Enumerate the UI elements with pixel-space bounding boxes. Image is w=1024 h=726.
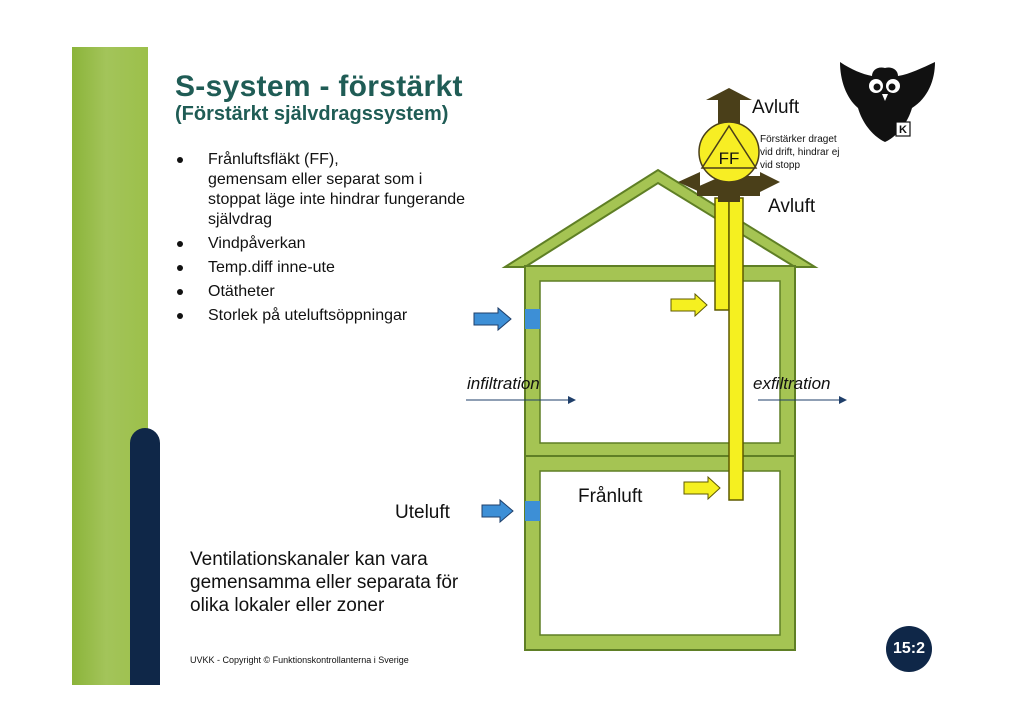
logo-letter: K xyxy=(899,124,907,136)
fan-note: Förstärker draget vid drift, hindrar ej … xyxy=(760,134,839,171)
bullet-text: Frånluftsfläkt (FF), xyxy=(208,151,339,168)
bullet-text: Storlek på uteluftsöppningar xyxy=(208,307,408,324)
ventilation-note: Ventilationskanaler kan vara gemensamma … xyxy=(190,549,459,616)
avluft-top-label: Avluft xyxy=(752,97,800,118)
fan-note-line: vid stopp xyxy=(760,160,800,171)
exhaust-intake-arrow-lower xyxy=(683,475,721,501)
copyright-footer: UVKK - Copyright © Funktionskontrollante… xyxy=(190,655,409,665)
owl-logo: K xyxy=(840,62,935,142)
exhaust-intake-arrow-upper xyxy=(670,292,708,318)
exhaust-duct-lower xyxy=(728,197,744,501)
bullet-list: Frånluftsfläkt (FF), gemensam eller sepa… xyxy=(175,150,475,330)
uteluft-label: Uteluft xyxy=(395,502,451,523)
franluft-label: Frånluft xyxy=(578,486,643,507)
exhaust-fan: FF xyxy=(698,121,760,183)
bullet-continuation: gemensam eller separat som i stoppat läg… xyxy=(208,171,466,228)
bullet-dot xyxy=(177,265,183,271)
bullet-item: Otätheter xyxy=(175,282,475,302)
bullet-text: Vindpåverkan xyxy=(208,235,306,252)
bullet-dot xyxy=(177,241,183,247)
bullet-item: Temp.diff inne-ute xyxy=(175,258,475,278)
bullet-text: Otätheter xyxy=(208,283,275,300)
fan-note-line: vid drift, hindrar ej xyxy=(760,147,839,158)
outdoor-air-arrow-upper xyxy=(473,306,512,332)
page-badge: 15:2 xyxy=(886,626,932,672)
house-upper-floor xyxy=(524,265,796,457)
infiltration-arrow xyxy=(466,396,576,404)
slide-title: S-system - förstärkt xyxy=(175,70,463,103)
outdoor-air-opening-lower xyxy=(525,501,540,521)
avluft-side-label: Avluft xyxy=(768,196,816,217)
left-navy-bar xyxy=(130,428,160,685)
infiltration-label: infiltration xyxy=(467,374,540,393)
exhaust-duct-upper xyxy=(714,197,730,311)
exfiltration-label: exfiltration xyxy=(753,374,830,393)
bullet-text: Temp.diff inne-ute xyxy=(208,259,335,276)
bullet-item: Frånluftsfläkt (FF), gemensam eller sepa… xyxy=(175,150,475,230)
bullet-dot xyxy=(177,289,183,295)
exhaust-outlet-arrows xyxy=(678,88,780,202)
fan-note-line: Förstärker draget xyxy=(760,134,837,145)
bullet-item: Storlek på uteluftsöppningar xyxy=(175,306,475,326)
bullet-dot xyxy=(177,157,183,163)
house-lower-floor xyxy=(524,455,796,651)
outdoor-air-opening-upper xyxy=(525,309,540,329)
exfiltration-arrow xyxy=(758,396,847,404)
bullet-dot xyxy=(177,313,183,319)
outdoor-air-arrow-lower xyxy=(481,498,514,524)
bullet-item: Vindpåverkan xyxy=(175,234,475,254)
slide-subtitle: (Förstärkt självdragssystem) xyxy=(175,103,449,125)
fan-label: FF xyxy=(719,149,740,168)
